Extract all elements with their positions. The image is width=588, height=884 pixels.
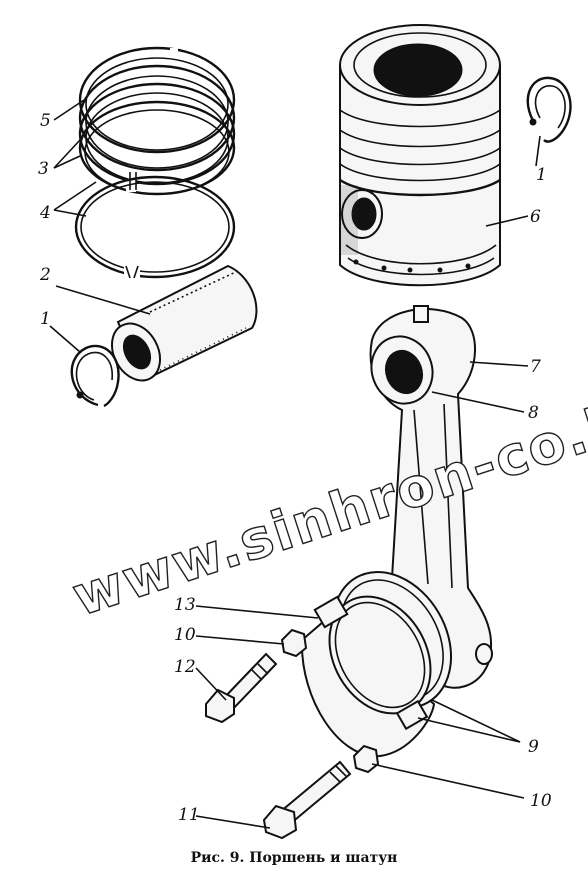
snap-ring-right [526,76,572,143]
piston-pin [111,264,258,382]
caption-prefix: Рис. [190,850,225,866]
label-11: 11 [178,805,200,825]
snap-ring-left [70,344,120,408]
label-rings-3: 3 [38,159,49,179]
rod-cap-and-bearing [300,571,453,758]
oil-scraper-ring [74,175,236,280]
label-snap-ring-right: 1 [536,165,547,185]
watermark-text: www.sinhron-co.kz [65,380,588,628]
part-labels: 1 5 3 4 2 1 6 7 8 9 13 10 12 10 11 [38,111,552,825]
label-bushing: 8 [528,403,539,423]
label-10-lower: 10 [530,791,552,811]
figure-caption: Рис. 9. Поршень и шатун [0,850,588,866]
label-bearing-shells: 9 [528,737,539,757]
bolt-lower [262,760,352,840]
label-snap-ring-left: 1 [40,309,51,329]
label-compression-ring: 5 [40,111,51,131]
caption-text: Поршень и шатун [249,850,398,866]
label-piston-pin: 2 [39,265,51,285]
label-12: 12 [174,657,196,677]
label-piston: 6 [530,207,541,227]
leader-lines [49,99,541,829]
nut-lower [352,744,380,774]
label-rings-4: 4 [39,203,51,223]
piston-rings-stack [78,46,236,196]
nut-upper [280,628,308,658]
label-rod: 7 [530,357,541,377]
caption-number: 9. [229,850,245,866]
label-13: 13 [174,595,196,615]
bolt-upper [205,652,278,724]
label-10-upper: 10 [174,625,196,645]
piston [339,24,501,287]
